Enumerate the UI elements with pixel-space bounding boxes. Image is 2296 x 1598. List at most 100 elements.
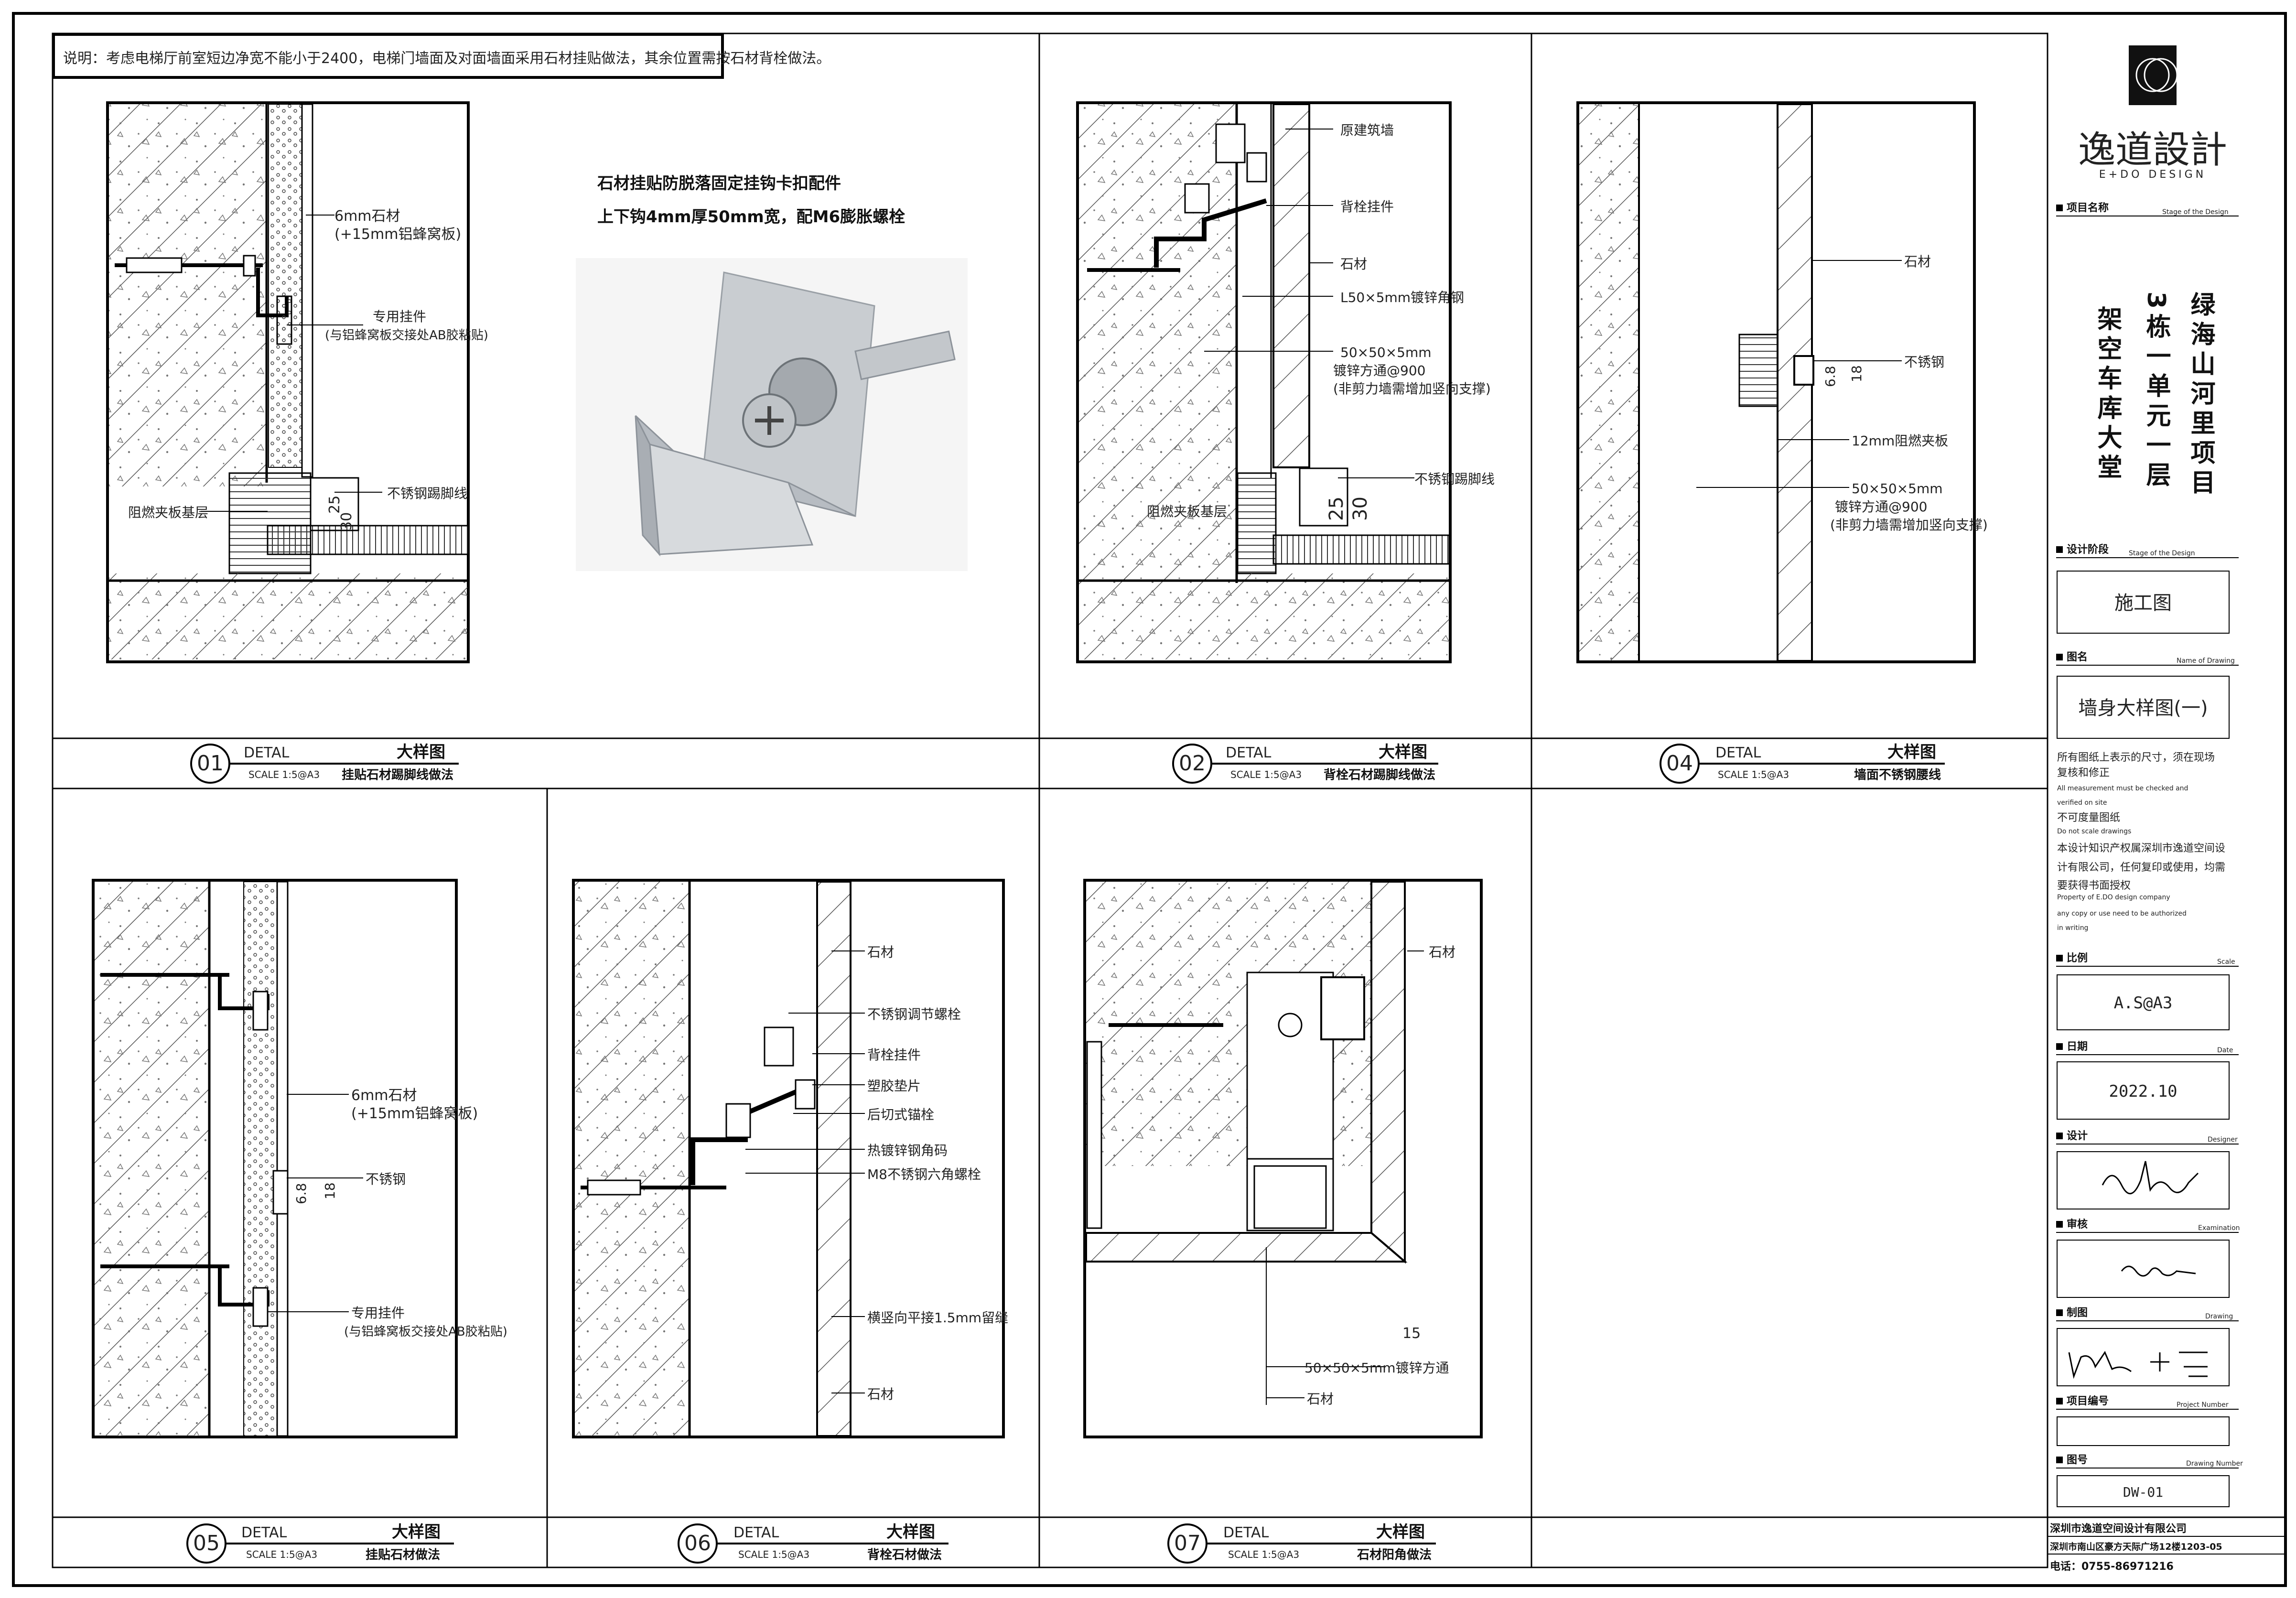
d07-dim-15: 15 — [1402, 1325, 1421, 1342]
designer-label-en: Designer — [2208, 1136, 2238, 1144]
detail-number: 05 — [193, 1531, 220, 1555]
detail-05-drawing: 6mm石材 (+15mm铝蜂窝板) 不锈钢 6.8 18 专用挂件 (与铝蜂窝板… — [92, 879, 507, 1438]
project-col2: 3栋一单元一层 — [2142, 292, 2171, 491]
projno-label-en: Project Number — [2177, 1401, 2229, 1409]
note-line: 计有限公司，任何复印或使用，均需 — [2057, 862, 2225, 874]
note-line: Property of E.DO design company — [2057, 894, 2170, 901]
note-line: 要获得书面授权 — [2057, 880, 2131, 892]
review-label: 审核 — [2067, 1218, 2088, 1231]
d04-label-tube-note: (非剪力墙需增加竖向支撑) — [1830, 517, 1988, 533]
detail-heading: 大样图 — [1379, 743, 1427, 762]
note-line: 不可度量图纸 — [2057, 812, 2120, 824]
note-line: Do not scale drawings — [2057, 828, 2131, 835]
detail-word: DETAL — [1226, 745, 1272, 761]
detail-number: 04 — [1666, 751, 1693, 776]
d02-label-tube-sub: 镀锌方通@900 — [1333, 363, 1425, 378]
detail-name: 石材阳角做法 — [1357, 1547, 1432, 1562]
d06-label-bolt-hanger: 背栓挂件 — [867, 1047, 921, 1063]
d06-label-anchor: 后切式锚栓 — [867, 1107, 934, 1123]
date-value: 2022.10 — [2109, 1082, 2177, 1101]
detail-title-02: 02 DETAL 大样图 SCALE 1:5@A3 背栓石材踢脚线做法 — [1172, 743, 1438, 784]
d07-label-stone: 石材 — [1429, 944, 1455, 960]
d04-dim-68: 6.8 — [1822, 366, 1838, 387]
detail-heading: 大样图 — [886, 1522, 935, 1542]
d02-dim-30: 30 — [1349, 497, 1371, 521]
project-col1: 绿海山河里项目 — [2186, 292, 2215, 499]
detail-word: DETAL — [1223, 1524, 1269, 1541]
stage-label-en: Stage of the Design — [2129, 550, 2195, 557]
scale-label: 比例 — [2067, 952, 2088, 964]
drawing-label: 图名 — [2067, 651, 2088, 663]
detail-02-drawing: 原建筑墙 背栓挂件 石材 L50×5mm镀锌角钢 50×50×5mm 镀锌方通@… — [1076, 101, 1495, 663]
detail-scale: SCALE 1:5@A3 — [246, 1549, 317, 1560]
note-line: 复核和修正 — [2057, 767, 2110, 779]
d06-label-bolt: M8不锈钢六角螺栓 — [867, 1166, 981, 1182]
d02-label-tube-note: (非剪力墙需增加竖向支撑) — [1333, 381, 1491, 397]
drawing-label-en: Name of Drawing — [2177, 657, 2235, 665]
detail-number: 02 — [1179, 751, 1206, 776]
d06-label-stone2: 石材 — [867, 1386, 894, 1402]
drawing-value: 墙身大样图(一) — [2078, 697, 2208, 719]
d04-label-board: 12mm阻燃夹板 — [1852, 433, 1948, 449]
d04-label-tube-sub: 镀锌方通@900 — [1835, 499, 1927, 515]
d02-label-wall: 原建筑墙 — [1340, 122, 1394, 138]
d02-label-bolt-hanger: 背栓挂件 — [1340, 199, 1394, 215]
d02-label-stone: 石材 — [1340, 256, 1367, 272]
detail-name: 背栓石材踢脚线做法 — [1324, 768, 1435, 782]
draw-label-en: Drawing — [2205, 1313, 2233, 1320]
detail-word: DETAL — [241, 1524, 287, 1541]
d05-label-hanger: 专用挂件 — [351, 1305, 405, 1321]
designer-label: 设计 — [2067, 1130, 2088, 1142]
detail-word: DETAL — [1715, 745, 1761, 761]
review-signature — [2121, 1265, 2196, 1277]
detail-number: 07 — [1174, 1531, 1201, 1555]
d07-label-stone2: 石材 — [1307, 1391, 1334, 1407]
note-line: verified on site — [2057, 799, 2107, 807]
draw-box — [2057, 1328, 2230, 1386]
d02-dim-25: 25 — [1326, 497, 1347, 521]
note-box: 说明：考虑电梯厅前室短边净宽不能小于2400，电梯门墙面及对面墙面采用石材挂贴做… — [52, 33, 830, 79]
detail-04-drawing: 石材 不锈钢 12mm阻燃夹板 50×50×5mm 镀锌方通@900 (非剪力墙… — [1576, 101, 1988, 663]
d02-label-base: 阻燃夹板基层 — [1147, 504, 1227, 519]
detail-name: 挂贴石材做法 — [366, 1548, 440, 1562]
sheet-label: 图号 — [2067, 1454, 2088, 1466]
d06-label-stone: 石材 — [867, 944, 894, 960]
note-line: any copy or use need to be authorized — [2057, 910, 2187, 918]
d05-dim-68: 6.8 — [293, 1183, 309, 1204]
note-line: in writing — [2057, 924, 2088, 932]
project-label-en: Stage of the Design — [2162, 208, 2229, 216]
d01-dim-30: 30 — [338, 512, 355, 530]
projno-box — [2057, 1416, 2230, 1446]
note-text: 说明：考虑电梯厅前室短边净宽不能小于2400，电梯门墙面及对面墙面采用石材挂贴做… — [63, 50, 830, 67]
d01-dim-25: 25 — [326, 496, 343, 514]
detail-word: DETAL — [733, 1524, 779, 1541]
d06-label-adjust: 不锈钢调节螺栓 — [867, 1006, 961, 1022]
detail-title-01: 01 DETAL 大样图 SCALE 1:5@A3 挂贴石材踢脚线做法 — [190, 743, 459, 784]
d05-label-hanger-sub: (与铝蜂窝板交接处AB胶粘贴) — [344, 1325, 507, 1339]
sheet-label-en: Drawing Number — [2186, 1460, 2243, 1468]
stage-box — [2057, 571, 2230, 634]
draw-label: 制图 — [2067, 1307, 2088, 1319]
d05-label-steel: 不锈钢 — [366, 1171, 406, 1187]
detail-name: 挂贴石材踢脚线做法 — [342, 768, 453, 782]
detail-scale: SCALE 1:5@A3 — [248, 769, 320, 780]
review-label-en: Examination — [2198, 1224, 2240, 1232]
detail-title-07: 07 DETAL 大样图 SCALE 1:5@A3 石材阳角做法 — [1167, 1522, 1436, 1564]
d04-label-steel: 不锈钢 — [1904, 354, 1944, 370]
sheet-value: DW-01 — [2123, 1484, 2163, 1500]
detail-scale: SCALE 1:5@A3 — [1718, 769, 1789, 780]
d06-label-gap: 横竖向平接1.5mm留缝 — [867, 1310, 1008, 1326]
detail-scale: SCALE 1:5@A3 — [1230, 769, 1302, 780]
stage-value: 施工图 — [2114, 592, 2172, 614]
company-phone: 电话：0755-86971216 — [2050, 1561, 2174, 1573]
d02-label-kick: 不锈钢踢脚线 — [1414, 471, 1495, 487]
detail-title-06: 06 DETAL 大样图 SCALE 1:5@A3 背栓石材做法 — [678, 1522, 949, 1564]
designer-signature — [2102, 1161, 2199, 1195]
d06-label-pad: 塑胶垫片 — [867, 1078, 921, 1094]
scale-value: A.S@A3 — [2114, 993, 2173, 1013]
detail-06-drawing: 石材 不锈钢调节螺栓 背栓挂件 塑胶垫片 后切式锚栓 热镀锌钢角码 M8不锈钢六… — [572, 879, 1008, 1438]
d04-dim-18: 18 — [1849, 365, 1865, 382]
project-label: 项目名称 — [2067, 202, 2109, 214]
note-line: 本设计知识产权属深圳市逸道空间设 — [2057, 842, 2225, 854]
